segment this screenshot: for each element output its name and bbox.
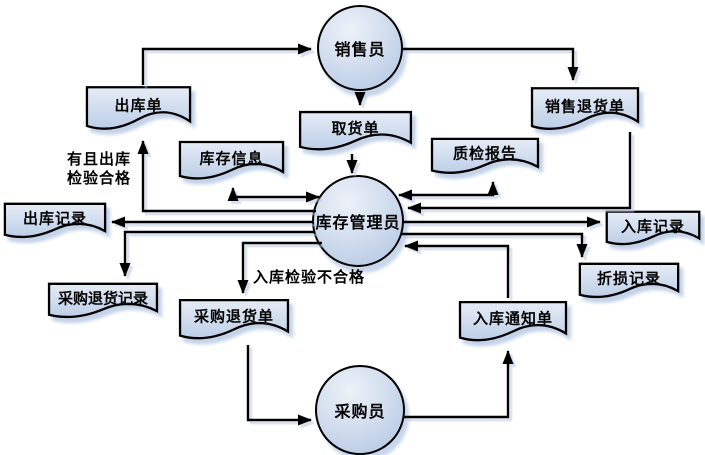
edge-manager-inventory-info [227, 187, 320, 203]
label-outbound-inspection-pass: 有且出库 检验合格 [67, 150, 131, 188]
doc-inbound-record-label: 入库记录 [620, 217, 685, 236]
doc-purchase-return-record: 采购退货记录 [47, 282, 159, 322]
edge-manager-qc-report [398, 181, 499, 201]
doc-outbound-record: 出库记录 [3, 202, 107, 242]
label-outbound-inspection-pass-line2: 检验合格 [67, 169, 132, 187]
doc-inventory-info-label: 库存信息 [199, 149, 264, 168]
edge-inbound-notice-to-manager [404, 240, 510, 298]
doc-inbound-record: 入库记录 [605, 210, 701, 249]
doc-purchase-return-record-label: 采购退货记录 [57, 289, 148, 308]
doc-inbound-notice-label: 入库通知单 [472, 309, 553, 328]
edge-sales-to-sales-return-order [403, 47, 579, 81]
edge-outbound-order-to-sales [141, 43, 312, 85]
entity-inventory-manager: 库存管理员 [312, 175, 404, 267]
entity-inventory-manager-label: 库存管理员 [315, 213, 401, 232]
doc-qc-report: 质检报告 [430, 137, 540, 178]
doc-damage-record: 折损记录 [578, 262, 680, 302]
entity-sales-clerk: 销售员 [317, 5, 403, 91]
doc-outbound-order-label: 出库单 [114, 96, 163, 115]
edge-manager-to-damage-record [401, 232, 588, 258]
doc-sales-return-order: 销售退货单 [530, 86, 640, 135]
edge-purchaser-to-inbound-notice [404, 350, 514, 419]
edge-purchase-return-order-to-purchaser [246, 345, 312, 426]
doc-pickup-order-label: 取货单 [331, 119, 380, 138]
doc-damage-record-label: 折损记录 [596, 269, 661, 288]
doc-sales-return-order-label: 销售退货单 [544, 97, 625, 116]
label-inbound-inspection-fail: 入库检验不合格 [253, 268, 366, 286]
doc-purchase-return-order: 采购退货单 [178, 298, 290, 344]
label-outbound-inspection-pass-line1: 有且出库 [67, 150, 132, 168]
doc-qc-report-label: 质检报告 [452, 144, 517, 163]
doc-outbound-record-label: 出库记录 [22, 209, 87, 228]
entity-purchaser: 采购员 [315, 365, 405, 455]
doc-inventory-info: 库存信息 [178, 140, 285, 184]
doc-purchase-return-order-label: 采购退货单 [193, 307, 274, 326]
doc-pickup-order: 取货单 [298, 110, 413, 155]
doc-inbound-notice: 入库通知单 [458, 300, 568, 346]
doc-outbound-order: 出库单 [85, 85, 192, 135]
entity-purchaser-label: 采购员 [334, 402, 386, 421]
entity-sales-clerk-label: 销售员 [334, 40, 386, 59]
